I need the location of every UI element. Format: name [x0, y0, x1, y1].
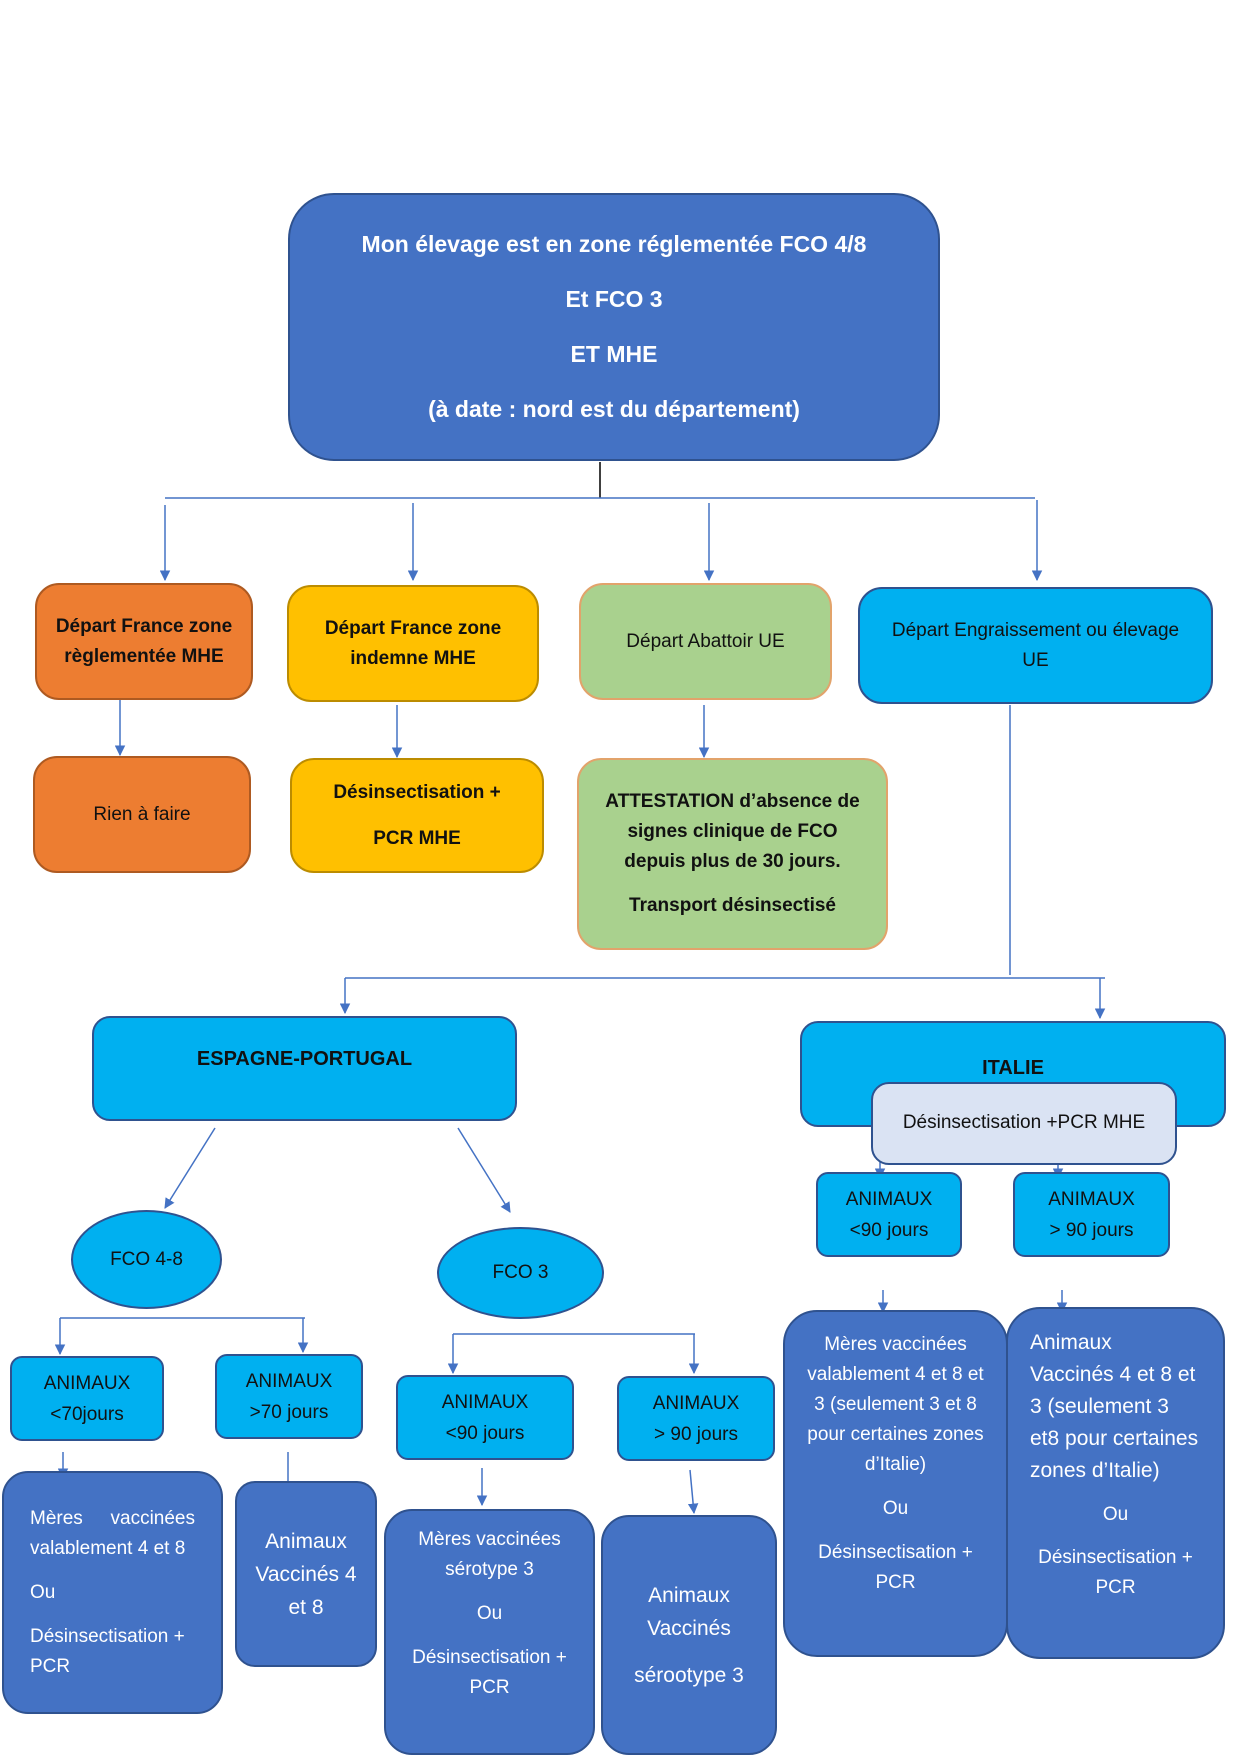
box-fco3-animaux-gt90: ANIMAUX > 90 jours	[617, 1376, 775, 1461]
ellipse-fco-3: FCO 3	[437, 1227, 604, 1319]
fco48-young-label2: <70jours	[50, 1403, 124, 1425]
italie-young-label1: ANIMAUX	[845, 1188, 933, 1210]
italie-young-r2: Ou	[882, 1498, 909, 1519]
fco3-young-label2: <90 jours	[445, 1422, 525, 1444]
fco48-old-label1: ANIMAUX	[245, 1370, 333, 1392]
espagne-title: ESPAGNE-PORTUGAL	[196, 1048, 413, 1070]
box-france-reglementee: Départ France zone règlementée MHE	[35, 583, 253, 700]
fco48-young-label1: ANIMAUX	[43, 1372, 131, 1394]
italie-young-r1: Mères vaccinées valablement 4 et 8 et 3 …	[807, 1334, 984, 1475]
fco3-old-r1: Animaux Vaccinés	[647, 1583, 731, 1640]
italie-young-r3: Désinsectisation + PCR	[818, 1542, 973, 1593]
transport-text: Transport désinsectisé	[629, 895, 836, 916]
box-france-indemne: Départ France zone indemne MHE	[287, 585, 539, 702]
rien-a-faire-text: Rien à faire	[93, 803, 191, 825]
fco3-young-r1: Mères vaccinées sérotype 3	[418, 1529, 561, 1580]
box-attestation: ATTESTATION d’absence de signes clinique…	[577, 758, 888, 950]
box-italie-desinsectisation: Désinsectisation +PCR MHE	[871, 1082, 1177, 1165]
top-box: Mon élevage est en zone réglementée FCO …	[288, 193, 940, 461]
fco48-young-r1: Mères vaccinées valablement 4 et 8	[30, 1507, 195, 1559]
attestation-text: ATTESTATION d’absence de signes clinique…	[605, 791, 860, 872]
box-desinsectisation-pcr-mhe: Désinsectisation + PCR MHE	[290, 758, 544, 873]
fco48-young-r3: Désinsectisation + PCR	[30, 1625, 185, 1677]
italie-old-label1: ANIMAUX	[1048, 1188, 1135, 1210]
fco3-label: FCO 3	[492, 1262, 549, 1283]
fco3-old-label1: ANIMAUX	[652, 1392, 740, 1414]
box-rien-a-faire: Rien à faire	[33, 756, 251, 873]
fco3-old-label2: > 90 jours	[654, 1423, 738, 1445]
box-espagne-portugal: ESPAGNE-PORTUGAL	[92, 1016, 517, 1121]
fco3-young-r3: Désinsectisation + PCR	[412, 1647, 567, 1698]
box-italie-animaux-lt90: ANIMAUX <90 jours	[816, 1172, 962, 1257]
italie-young-label2: <90 jours	[849, 1219, 929, 1241]
box-fco3-animaux-lt90: ANIMAUX <90 jours	[396, 1375, 574, 1460]
top-box-line4: (à date : nord est du département)	[428, 396, 800, 422]
italie-old-r2: Ou	[1102, 1504, 1129, 1525]
top-box-line2: Et FCO 3	[565, 286, 663, 312]
italie-title: ITALIE	[982, 1057, 1044, 1079]
fco3-young-r2: Ou	[476, 1603, 503, 1624]
indemne-result-line1: Désinsectisation +	[333, 781, 501, 803]
box-abattoir: Départ Abattoir UE	[579, 583, 832, 700]
fco48-old-r1: Animaux Vaccinés 4 et 8	[255, 1529, 357, 1619]
ellipse-fco-4-8: FCO 4-8	[71, 1210, 222, 1309]
italie-old-label2: > 90 jours	[1049, 1219, 1134, 1241]
box-animaux-vaccines-4-8: Animaux Vaccinés 4 et 8	[235, 1481, 377, 1667]
fco48-old-label2: >70 jours	[249, 1401, 329, 1423]
box-animaux-gt70: ANIMAUX >70 jours	[215, 1354, 363, 1439]
abattoir-title: Départ Abattoir UE	[626, 630, 785, 652]
box-animaux-lt70: ANIMAUX <70jours	[10, 1356, 164, 1441]
top-box-line3: ET MHE	[570, 341, 658, 367]
fco3-young-label1: ANIMAUX	[441, 1391, 529, 1413]
box-engraissement: Départ Engraissement ou élevage UE	[858, 587, 1213, 704]
italie-old-r1: Animaux Vaccinés 4 et 8 et 3 (seulement …	[1030, 1331, 1199, 1482]
indemne-result-line2: PCR MHE	[373, 827, 461, 849]
box-animaux-vaccines-serotype-3: Animaux Vaccinés sérootype 3	[601, 1515, 777, 1755]
fco3-old-r2: sérootype 3	[634, 1663, 744, 1687]
engraissement-title: Départ Engraissement ou élevage UE	[891, 619, 1180, 671]
italie-old-r3: Désinsectisation + PCR	[1038, 1547, 1193, 1598]
france-reglementee-title: Départ France zone règlementée MHE	[55, 615, 233, 667]
box-meres-vaccinees-4-8: Mères vaccinées valablement 4 et 8 Ou Dé…	[2, 1471, 223, 1714]
box-italie-animaux-vaccines: Animaux Vaccinés 4 et 8 et 3 (seulement …	[1006, 1307, 1225, 1659]
fco48-young-r2: Ou	[30, 1581, 56, 1603]
box-italie-meres-vaccinees: Mères vaccinées valablement 4 et 8 et 3 …	[783, 1310, 1008, 1657]
box-meres-vaccinees-serotype-3: Mères vaccinées sérotype 3 Ou Désinsecti…	[384, 1509, 595, 1755]
italie-sub-text: Désinsectisation +PCR MHE	[902, 1112, 1146, 1133]
top-box-line1: Mon élevage est en zone réglementée FCO …	[361, 231, 867, 257]
fco48-label: FCO 4-8	[110, 1248, 183, 1270]
box-italie-animaux-gt90: ANIMAUX > 90 jours	[1013, 1172, 1170, 1257]
france-indemne-title: Départ France zone indemne MHE	[324, 617, 502, 669]
